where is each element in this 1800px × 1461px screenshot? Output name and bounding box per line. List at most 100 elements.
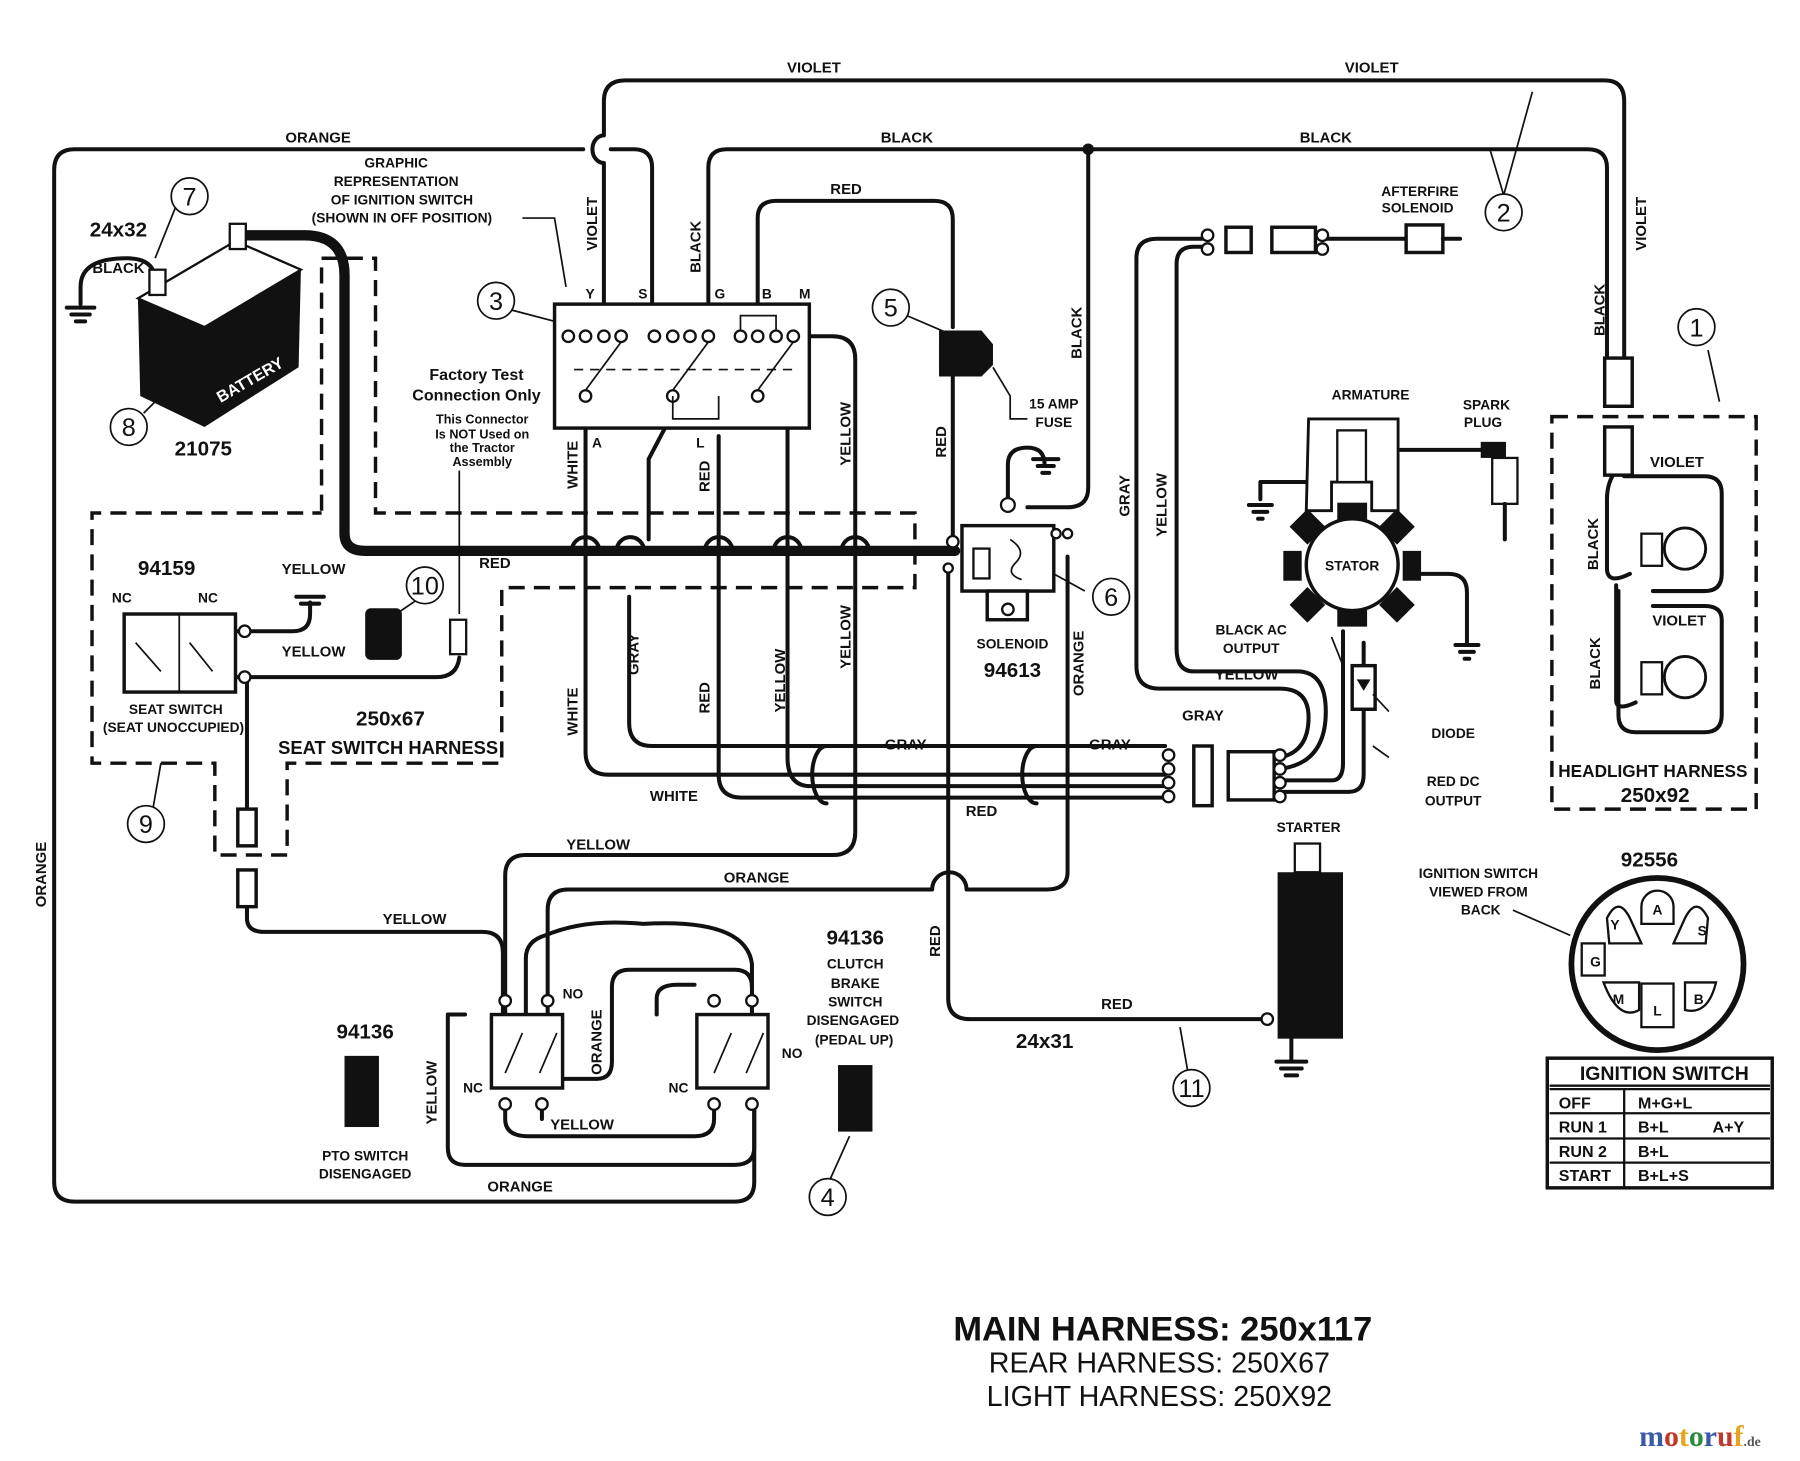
wire-label: BLACK xyxy=(1586,518,1602,570)
wire-label: BLACK xyxy=(92,261,144,277)
terminal-g: G xyxy=(714,286,725,301)
wire-label: VIOLET xyxy=(1634,197,1650,251)
wire-seat-yellow-ground xyxy=(233,600,313,634)
wire-label: ORANGE xyxy=(590,1009,606,1074)
seat-switch xyxy=(122,594,468,909)
wire-label: YELLOW xyxy=(282,644,347,660)
seat-switch-part: 94159 xyxy=(138,557,195,580)
battery-part: 21075 xyxy=(175,438,232,461)
factory-test-title: Connection Only xyxy=(412,387,540,405)
callout-9: 9 xyxy=(126,804,166,844)
wire-label: YELLOW xyxy=(1215,667,1280,683)
red-dc-label: OUTPUT xyxy=(1425,794,1482,809)
solenoid xyxy=(942,457,1074,622)
pin-m: M xyxy=(1613,992,1624,1007)
callout-3: 3 xyxy=(476,281,516,320)
wires xyxy=(52,78,1724,1204)
wire-label: RED xyxy=(934,426,950,458)
callout-number: 5 xyxy=(884,295,898,323)
wire-red-fuse xyxy=(755,198,955,542)
seat-switch-state: (SEAT UNOCCUPIED) xyxy=(103,720,244,735)
watermark-text: motoruf.de xyxy=(1639,1420,1761,1453)
callout-number: 11 xyxy=(1178,1075,1204,1103)
ignition-note: (SHOWN IN OFF POSITION) xyxy=(312,211,492,226)
callout-number: 9 xyxy=(139,811,153,839)
wire-label: VIOLET xyxy=(1650,455,1704,471)
pto-switch-line: PTO SWITCH xyxy=(322,1148,408,1163)
callout-1: 1 xyxy=(1677,307,1716,347)
wire-gray-left xyxy=(627,594,1168,749)
callout-number: 10 xyxy=(411,572,439,600)
callout-number: 4 xyxy=(821,1184,835,1212)
wire-labels: ORANGE VIOLET VIOLET BLACK BLACK RED VIO… xyxy=(34,60,1706,1195)
wire-label: YELLOW xyxy=(839,401,855,466)
ignition-back-note: IGNITION SWITCH xyxy=(1419,866,1538,881)
wire-black-ac xyxy=(1277,629,1346,783)
row-contacts: M+G+L xyxy=(1638,1095,1693,1113)
light-harness: LIGHT HARNESS: 250X92 xyxy=(987,1381,1332,1413)
rear-harness: REAR HARNESS: 250X67 xyxy=(989,1348,1330,1380)
solenoid-part: 94613 xyxy=(984,659,1041,682)
pin-y: Y xyxy=(1610,918,1619,933)
wire-label: VIOLET xyxy=(1652,613,1706,629)
row-contacts: B+L+S xyxy=(1638,1167,1689,1185)
row-position: RUN 2 xyxy=(1559,1143,1607,1161)
wire-gray-right xyxy=(1134,236,1311,760)
wire-label: GRAY xyxy=(1089,737,1131,753)
afterfire-label: AFTERFIRE xyxy=(1381,184,1458,199)
wire-label: VIOLET xyxy=(585,197,601,251)
wire-label: WHITE xyxy=(566,687,582,735)
ignition-table-row: OFF M+G+L xyxy=(1559,1095,1693,1113)
pin-b: B xyxy=(1694,992,1704,1007)
seat-switch-nc: NC xyxy=(198,591,218,606)
harness-outlines xyxy=(90,256,1758,857)
solenoid-name: SOLENOID xyxy=(977,636,1049,651)
ignition-back-part: 92556 xyxy=(1621,849,1678,872)
pin-s: S xyxy=(1698,923,1707,938)
ignition-switch-graphic xyxy=(552,302,812,430)
wire-label: WHITE xyxy=(650,789,698,805)
watermark-tld: .de xyxy=(1744,1434,1761,1449)
callout-4: 4 xyxy=(808,1177,847,1217)
harness-crossovers xyxy=(569,535,1039,806)
watermark-letter: u xyxy=(1717,1420,1734,1453)
wire-label: RED xyxy=(697,682,713,714)
callout-8: 8 xyxy=(109,407,148,447)
afterfire-solenoid xyxy=(1200,223,1463,256)
spark-plug-label: SPARK xyxy=(1463,398,1510,413)
wire-yellow-right xyxy=(1174,244,1328,771)
wire-label: BLACK xyxy=(881,130,933,146)
pto-switch-part: 94136 xyxy=(336,1021,393,1044)
terminal-b: B xyxy=(762,286,772,301)
terminal-a: A xyxy=(592,436,602,451)
ignition-note: REPRESENTATION xyxy=(334,174,459,189)
starter xyxy=(1260,842,1344,1078)
wire-label: YELLOW xyxy=(282,562,347,578)
row-position: START xyxy=(1559,1167,1611,1185)
callout-number: 8 xyxy=(122,414,136,442)
wire-label: BLACK xyxy=(688,220,704,272)
callout-6: 6 xyxy=(1091,577,1131,617)
seat-harness-name: SEAT SWITCH HARNESS xyxy=(278,737,498,758)
watermark-logo: motoruf.de xyxy=(1639,1420,1761,1453)
wire-label: VIOLET xyxy=(1345,60,1399,76)
wire-label: ORANGE xyxy=(724,871,789,887)
wire-label: YELLOW xyxy=(383,912,448,928)
callout-number: 7 xyxy=(183,183,197,211)
wire-label: YELLOW xyxy=(566,837,631,853)
pto-no: NO xyxy=(563,986,584,1001)
watermark-letter: m xyxy=(1639,1420,1664,1453)
wire-label: WHITE xyxy=(566,441,582,489)
spark-plug-label: PLUG xyxy=(1464,415,1502,430)
row-position: OFF xyxy=(1559,1095,1591,1113)
wire-label: GRAY xyxy=(885,737,927,753)
row-position: RUN 1 xyxy=(1559,1119,1607,1137)
clutch-switch-line: DISENGAGED xyxy=(807,1013,900,1028)
pin-a: A xyxy=(1652,903,1662,918)
pin-g: G xyxy=(1590,954,1601,969)
wire-violet-top xyxy=(590,78,1627,358)
factory-test-note: This Connector xyxy=(436,412,529,426)
seat-switch-nc: NC xyxy=(112,591,132,606)
clutch-switch-line: BRAKE xyxy=(831,976,880,991)
wire-headlight-violet xyxy=(1616,474,1724,735)
